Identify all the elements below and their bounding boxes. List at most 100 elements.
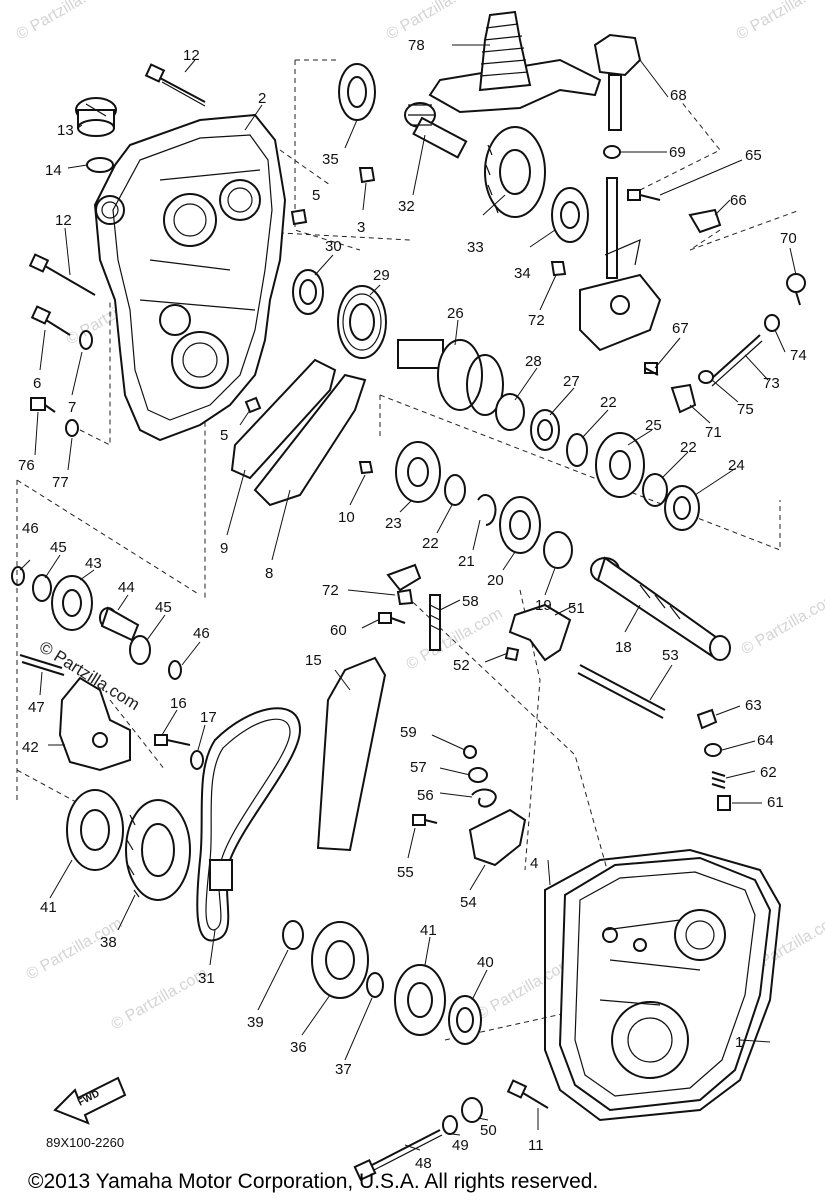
part-label-41-left: 41 <box>40 899 57 916</box>
crankcase-cover-right <box>558 856 772 1112</box>
bolt-55 <box>412 814 438 826</box>
bolt-16 <box>154 734 191 746</box>
part-label-22-upper: 22 <box>600 394 617 411</box>
part-label-76: 76 <box>18 457 35 474</box>
collar-28 <box>495 393 525 431</box>
dowel-5 <box>290 208 308 226</box>
part-label-39: 39 <box>247 1014 264 1031</box>
part-label-29: 29 <box>373 267 390 284</box>
nut-69 <box>603 145 621 159</box>
part-label-8: 8 <box>265 565 273 582</box>
copyright-notice: ©2013 Yamaha Motor Corporation, U.S.A. A… <box>28 1170 598 1193</box>
part-label-60: 60 <box>330 622 347 639</box>
part-label-46-left: 46 <box>22 520 39 537</box>
washer-22-upper <box>566 433 588 467</box>
part-label-36: 36 <box>290 1039 307 1056</box>
spring-62 <box>711 771 726 789</box>
bolt-65 <box>627 189 661 201</box>
part-label-44: 44 <box>118 579 135 596</box>
part-label-57: 57 <box>410 759 427 776</box>
part-label-77: 77 <box>52 474 69 491</box>
gasket-4 <box>544 848 782 1122</box>
part-label-59: 59 <box>400 724 417 741</box>
part-label-20: 20 <box>487 572 504 589</box>
washer-7 <box>79 330 93 350</box>
bolt-63 <box>696 708 718 730</box>
part-label-63: 63 <box>745 697 762 714</box>
part-number-labels: 1 2 3 4 5 5 6 7 8 9 10 11 12 12 13 14 15… <box>18 37 807 1172</box>
part-label-16: 16 <box>170 695 187 712</box>
ball-joint-71 <box>670 383 697 414</box>
part-label-3: 3 <box>357 219 365 236</box>
part-label-12-left: 12 <box>55 212 72 229</box>
part-label-49: 49 <box>452 1137 469 1154</box>
washer-39 <box>282 920 304 950</box>
part-label-14: 14 <box>45 162 62 179</box>
bolt-12-upper <box>144 63 206 107</box>
part-label-71: 71 <box>705 424 722 441</box>
part-label-53: 53 <box>662 647 679 664</box>
dowel-5-lower <box>244 396 262 414</box>
forward-arrow-icon: FWD <box>53 1076 127 1125</box>
part-label-11: 11 <box>528 1137 544 1154</box>
spring-56 <box>471 788 497 808</box>
shift-lever-assembly-65 <box>579 177 662 352</box>
part-label-41-lower: 41 <box>420 922 437 939</box>
part-label-9: 9 <box>220 540 228 557</box>
plate-8 <box>253 373 367 507</box>
drive-chain-31 <box>196 707 302 942</box>
washer-59 <box>463 745 477 759</box>
washer-22-lower <box>444 474 466 506</box>
chain-guide-15 <box>316 656 387 852</box>
watermark: © Partzilla.com <box>384 0 486 43</box>
pin-47 <box>19 654 65 676</box>
ball-joint-70 <box>786 273 806 306</box>
part-label-45-left: 45 <box>50 539 67 556</box>
part-label-67: 67 <box>672 320 689 337</box>
spring-57 <box>468 767 488 783</box>
bearing-41-left <box>66 789 124 871</box>
part-label-35: 35 <box>322 151 339 168</box>
part-label-61: 61 <box>767 794 784 811</box>
part-label-62: 62 <box>760 764 777 781</box>
part-label-37: 37 <box>335 1061 352 1078</box>
bearing-29 <box>337 285 387 359</box>
part-label-12-upper: 12 <box>183 47 200 64</box>
bearing-43 <box>51 575 93 631</box>
washer-45-right <box>129 635 151 665</box>
part-label-26: 26 <box>447 305 464 322</box>
crankcase-cover-left <box>93 113 287 442</box>
bearing-35 <box>338 63 376 121</box>
part-label-40: 40 <box>477 954 494 971</box>
part-label-22-lower: 22 <box>422 535 439 552</box>
bolt-6 <box>30 305 71 336</box>
part-label-13: 13 <box>57 122 74 139</box>
shift-fork-51 <box>508 603 572 662</box>
pin-52 <box>504 646 520 662</box>
part-label-17: 17 <box>200 709 217 726</box>
needle-bearing-24 <box>664 485 700 531</box>
part-label-19: 19 <box>535 597 552 614</box>
part-label-69: 69 <box>669 144 686 161</box>
part-label-5-upper: 5 <box>312 187 320 204</box>
part-label-2: 2 <box>258 90 266 107</box>
nut-49 <box>442 1115 458 1135</box>
bolt-11 <box>506 1079 549 1109</box>
part-label-52: 52 <box>453 657 470 674</box>
plunger-61 <box>717 795 731 811</box>
part-label-4: 4 <box>530 855 538 872</box>
part-label-5-lower: 5 <box>220 427 228 444</box>
watermark: © Partzilla.com <box>14 0 116 43</box>
diagram-code: 89X100-2260 <box>46 1135 124 1150</box>
part-label-18: 18 <box>615 639 632 656</box>
part-label-56: 56 <box>417 787 434 804</box>
part-label-47: 47 <box>28 699 45 716</box>
part-label-45-right: 45 <box>155 599 172 616</box>
gear-shaft-26 <box>397 339 504 416</box>
part-label-28: 28 <box>525 353 542 370</box>
bolt-67 <box>644 362 659 376</box>
part-label-31: 31 <box>198 970 215 987</box>
part-label-42: 42 <box>22 739 39 756</box>
part-label-46-right: 46 <box>193 625 210 642</box>
watermark: © Partzilla.com <box>109 965 211 1034</box>
